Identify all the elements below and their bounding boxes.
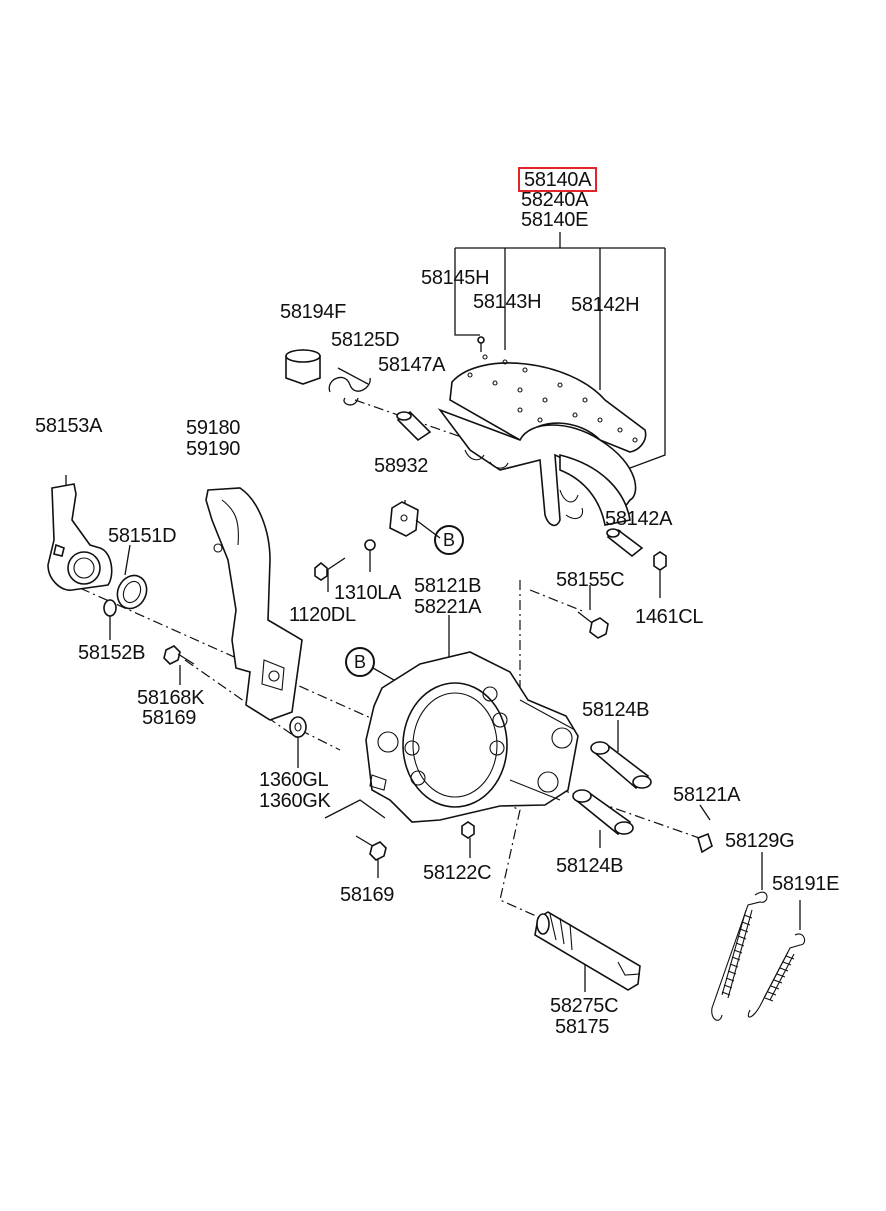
part-label[interactable]: 1310LA — [334, 582, 402, 604]
part-label[interactable]: 1360GL — [259, 769, 329, 791]
part-label[interactable]: 58124B — [582, 699, 650, 721]
bolt-58168K — [163, 645, 195, 665]
part-label[interactable]: 58240A — [521, 189, 589, 211]
bracket-58932 — [364, 501, 441, 551]
part-label[interactable]: 58125D — [331, 329, 400, 351]
spring-58129G — [711, 891, 768, 1021]
part-label[interactable]: 58194F — [280, 301, 347, 323]
part-label[interactable]: 58169 — [340, 884, 395, 906]
part-label[interactable]: 58168K — [137, 687, 205, 709]
part-label[interactable]: 58122C — [423, 862, 492, 884]
ring-58152B — [103, 599, 117, 617]
bracket-59180 — [205, 487, 303, 721]
part-label[interactable]: 58169 — [142, 707, 197, 729]
washer-1360GL — [289, 716, 307, 738]
pin-58142A — [606, 528, 644, 558]
part-label[interactable]: 1461CL — [635, 606, 704, 628]
part-label[interactable]: 58147A — [378, 354, 446, 376]
plug-58121A — [697, 832, 713, 854]
callout-b-lower: B — [345, 647, 375, 677]
part-label[interactable]: 58140E — [521, 209, 589, 231]
camshaft-58275C — [534, 911, 641, 991]
part-label[interactable]: 58151D — [108, 525, 177, 547]
part-label[interactable]: 1360GK — [259, 790, 331, 812]
pin-58147A — [396, 410, 432, 442]
part-label[interactable]: 58932 — [374, 455, 429, 477]
nut-58122C — [461, 821, 475, 839]
part-label[interactable]: 58145H — [421, 267, 490, 289]
spider-58121B — [365, 651, 579, 823]
slack-adjuster-58153A — [47, 483, 113, 591]
bushing-58124B-lower — [572, 789, 634, 836]
part-label-highlighted[interactable]: 58140A — [518, 167, 598, 192]
callout-b-upper: B — [434, 525, 464, 555]
brake-shoe-assembly — [437, 336, 647, 527]
part-label[interactable]: 58142H — [571, 294, 640, 316]
part-label[interactable]: 58191E — [772, 873, 840, 895]
bolt-58169 — [355, 835, 387, 861]
clip-58125D — [328, 367, 371, 406]
leader-lines — [65, 232, 801, 992]
part-label[interactable]: 58124B — [556, 855, 624, 877]
bolt-1120DL — [314, 557, 346, 581]
part-label[interactable]: 58221A — [414, 596, 482, 618]
part-label[interactable]: 58143H — [473, 291, 542, 313]
part-label[interactable]: 59180 — [186, 417, 241, 439]
nut-1461CL — [653, 551, 667, 571]
part-label[interactable]: 58121A — [673, 784, 741, 806]
part-label[interactable]: 59190 — [186, 438, 241, 460]
bushing-58194F — [285, 349, 321, 385]
bushing-58124B-upper — [590, 741, 652, 790]
part-label[interactable]: 58155C — [556, 569, 625, 591]
part-label[interactable]: 58275C — [550, 995, 619, 1017]
bolt-58155C — [577, 611, 609, 639]
part-label[interactable]: 1120DL — [289, 604, 356, 626]
part-label[interactable]: 58129G — [725, 830, 795, 852]
part-label[interactable]: 58152B — [78, 642, 146, 664]
part-label[interactable]: 58153A — [35, 415, 103, 437]
part-label[interactable]: 58142A — [605, 508, 673, 530]
part-label[interactable]: 58121B — [414, 575, 482, 597]
seal-58151D — [116, 574, 148, 610]
part-label[interactable]: 58175 — [555, 1016, 610, 1038]
spring-58191E — [747, 933, 806, 1018]
